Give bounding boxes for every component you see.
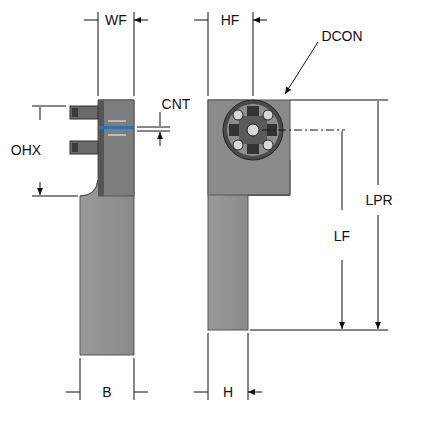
- dimension-label: OHX: [9, 142, 43, 158]
- dimension-label: WF: [103, 12, 129, 28]
- dimension-label: LPR: [363, 192, 394, 208]
- dimension-label: CNT: [160, 96, 193, 112]
- dimension-label: H: [221, 384, 235, 400]
- dimension-label: HF: [219, 12, 242, 28]
- dimension-label: B: [100, 384, 113, 400]
- dimension-label: DCON: [319, 28, 364, 44]
- dimension-label: LF: [332, 228, 352, 244]
